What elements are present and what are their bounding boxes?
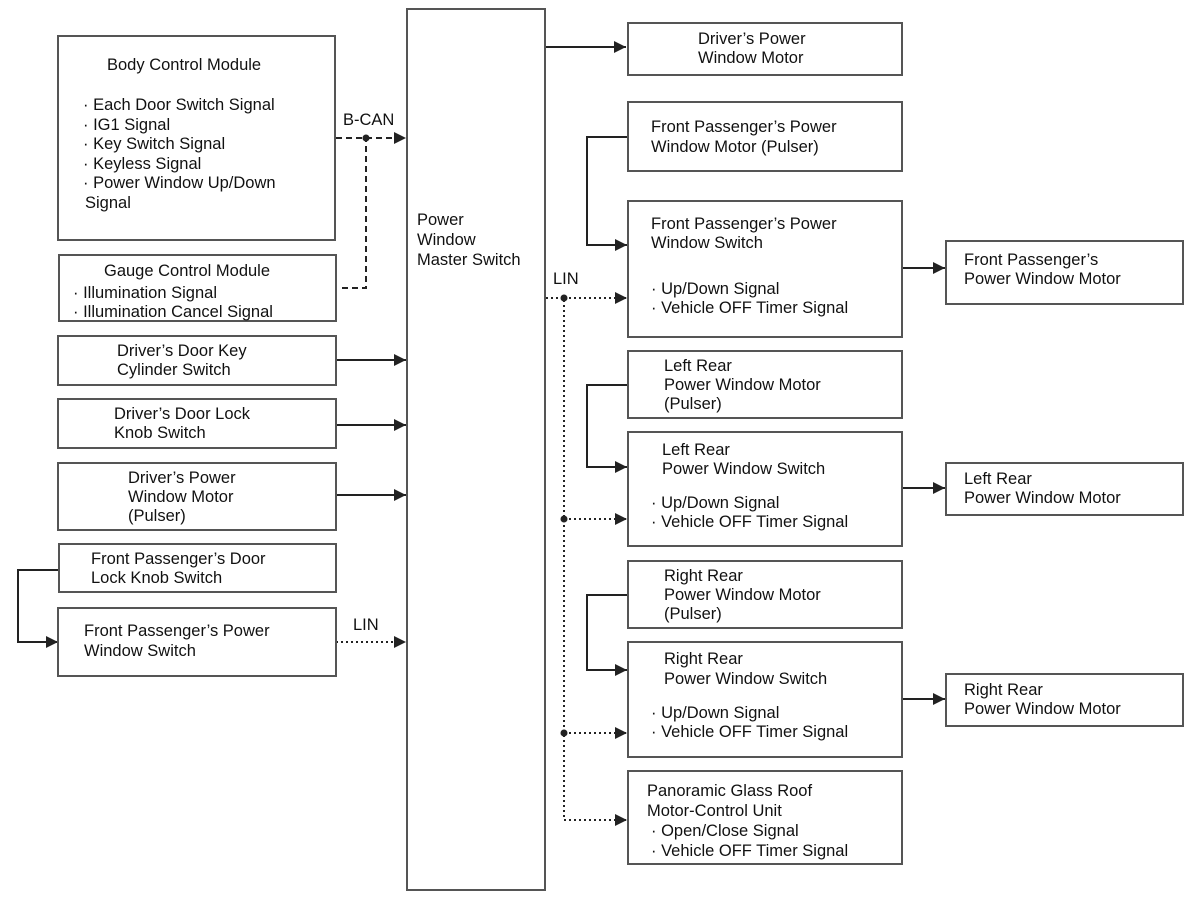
drivers-door-lock-knob-switch: Driver’s Door Lock Knob Switch <box>57 398 337 449</box>
bcm-signal: · Power Window Up/Down <box>83 174 276 192</box>
lr-motor-line: Left Rear <box>964 470 1032 488</box>
lin-junction-1 <box>560 294 568 302</box>
lr-motor-line: Power Window Motor <box>964 489 1121 507</box>
lin-junction-3 <box>560 729 568 737</box>
lr-switch-line: Left Rear <box>662 441 730 459</box>
bcan-junction <box>362 134 370 142</box>
fp-switch-line: Front Passenger’s Power <box>651 215 837 233</box>
lin-junction-2 <box>560 515 568 523</box>
key-cyl-line: Cylinder Switch <box>117 361 231 379</box>
lin-label-right: LIN <box>553 270 579 288</box>
right-rear-power-window-motor: Right Rear Power Window Motor <box>945 673 1184 727</box>
gcm-signal: · Illumination Signal <box>73 284 217 302</box>
front-passengers-power-window-motor-pulser: Front Passenger’s Power Window Motor (Pu… <box>627 101 903 172</box>
bcm-signal: · Keyless Signal <box>83 155 202 173</box>
rr-motor-line: Power Window Motor <box>964 700 1121 718</box>
fp-switch-line: Window Switch <box>651 234 763 252</box>
rr-switch-line: Right Rear <box>664 650 743 668</box>
key-cyl-line: Driver’s Door Key <box>117 342 247 360</box>
drv-pulser-line: Window Motor <box>128 488 234 506</box>
lr-switch-line: Power Window Switch <box>662 460 826 478</box>
right-rear-power-window-switch: Right Rear Power Window Switch · Up/Down… <box>627 641 903 758</box>
front-passengers-power-window-switch: Front Passenger’s Power Window Switch · … <box>627 200 903 338</box>
fp-switch-left-line: Front Passenger’s Power <box>84 622 270 640</box>
rr-pulser-line: (Pulser) <box>664 605 722 623</box>
master-line-3: Master Switch <box>417 251 521 269</box>
fp-pulser-line: Window Motor (Pulser) <box>651 138 819 156</box>
rr-pulser-line: Right Rear <box>664 567 743 585</box>
drivers-power-window-motor-pulser: Driver’s Power Window Motor (Pulser) <box>57 462 337 531</box>
roof-line: · Open/Close Signal <box>651 822 799 840</box>
drivers-power-window-motor: Driver’s Power Window Motor <box>627 22 903 76</box>
drv-motor-line: Window Motor <box>698 49 804 67</box>
front-passengers-power-window-switch-left: Front Passenger’s Power Window Switch <box>57 607 337 677</box>
rr-pulser-line: Power Window Motor <box>664 586 821 604</box>
gcm-signal: · Illumination Cancel Signal <box>73 303 273 321</box>
drv-motor-line: Driver’s Power <box>698 30 806 48</box>
roof-line: Motor-Control Unit <box>647 802 782 820</box>
fp-motor-line: Power Window Motor <box>964 270 1121 288</box>
rr-switch-signal: · Vehicle OFF Timer Signal <box>651 723 849 741</box>
line-rr-pulser <box>586 594 627 676</box>
fp-switch-signal: · Vehicle OFF Timer Signal <box>651 299 849 317</box>
rr-switch-signal: · Up/Down Signal <box>651 704 780 722</box>
roof-line: Panoramic Glass Roof <box>647 782 813 800</box>
fp-motor-line: Front Passenger’s <box>964 251 1099 269</box>
bcm-signal: Signal <box>85 194 131 212</box>
left-rear-power-window-motor: Left Rear Power Window Motor <box>945 462 1184 516</box>
gcm-title: Gauge Control Module <box>104 262 271 280</box>
line-lr-pulser <box>586 384 627 473</box>
gauge-control-module: Gauge Control Module · Illumination Sign… <box>58 254 337 322</box>
bcan-label: B-CAN <box>343 111 395 129</box>
lr-pulser-line: Left Rear <box>664 357 732 375</box>
drivers-door-key-cylinder-switch: Driver’s Door Key Cylinder Switch <box>57 335 337 386</box>
lock-knob-line: Knob Switch <box>114 424 206 442</box>
left-rear-power-window-motor-pulser: Left Rear Power Window Motor (Pulser) <box>627 350 903 419</box>
master-line-2: Window <box>417 231 476 249</box>
power-window-master-switch: Power Window Master Switch <box>406 8 546 891</box>
line-fp-pulser <box>586 136 627 251</box>
fp-lock-knob-line: Lock Knob Switch <box>91 569 223 587</box>
lin-bus-trunk <box>546 297 565 820</box>
drv-pulser-line: Driver’s Power <box>128 469 236 487</box>
bcm-signal: · Key Switch Signal <box>83 135 226 153</box>
rr-motor-line: Right Rear <box>964 681 1043 699</box>
fp-lock-knob-line: Front Passenger’s Door <box>91 550 266 568</box>
bcm-signal: · Each Door Switch Signal <box>83 96 275 114</box>
lr-switch-signal: · Up/Down Signal <box>651 494 780 512</box>
lock-knob-line: Driver’s Door Lock <box>114 405 251 423</box>
lr-pulser-line: (Pulser) <box>664 395 722 413</box>
lr-switch-signal: · Vehicle OFF Timer Signal <box>651 513 849 531</box>
front-passengers-power-window-motor: Front Passenger’s Power Window Motor <box>945 240 1184 305</box>
master-line-1: Power <box>417 211 464 229</box>
body-control-module: Body Control Module · Each Door Switch S… <box>57 35 336 241</box>
panoramic-glass-roof-motor-control-unit: Panoramic Glass Roof Motor-Control Unit … <box>627 770 903 865</box>
rr-switch-line: Power Window Switch <box>664 670 828 688</box>
right-rear-power-window-motor-pulser: Right Rear Power Window Motor (Pulser) <box>627 560 903 629</box>
bcm-title: Body Control Module <box>107 56 262 74</box>
bcm-signal: · IG1 Signal <box>83 116 171 134</box>
fp-pulser-line: Front Passenger’s Power <box>651 118 837 136</box>
fp-switch-left-line: Window Switch <box>84 642 196 660</box>
line-fp-lock-knob <box>17 569 58 648</box>
bcan-gcm-line <box>342 138 367 289</box>
left-rear-power-window-switch: Left Rear Power Window Switch · Up/Down … <box>627 431 903 547</box>
lr-pulser-line: Power Window Motor <box>664 376 821 394</box>
front-passengers-door-lock-knob-switch: Front Passenger’s Door Lock Knob Switch <box>58 543 337 593</box>
lin-label-left: LIN <box>353 616 379 634</box>
roof-line: · Vehicle OFF Timer Signal <box>651 842 849 860</box>
drv-pulser-line: (Pulser) <box>128 507 186 525</box>
fp-switch-signal: · Up/Down Signal <box>651 280 780 298</box>
